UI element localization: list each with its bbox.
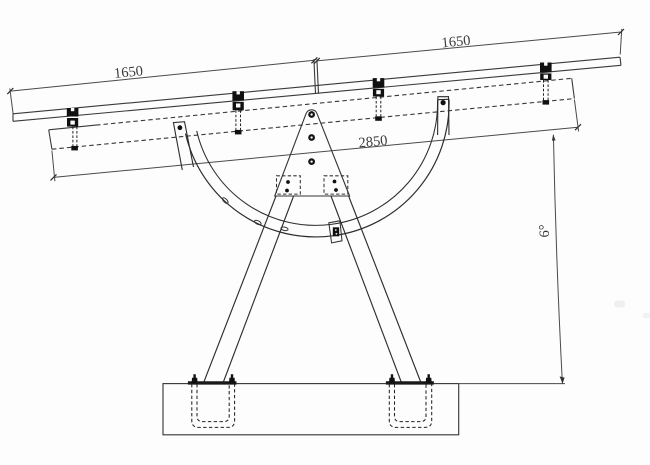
svg-text:1650: 1650 [441, 33, 471, 52]
svg-text:6°: 6° [537, 224, 553, 237]
svg-text:2850: 2850 [358, 133, 388, 152]
svg-text:1650: 1650 [113, 63, 143, 82]
